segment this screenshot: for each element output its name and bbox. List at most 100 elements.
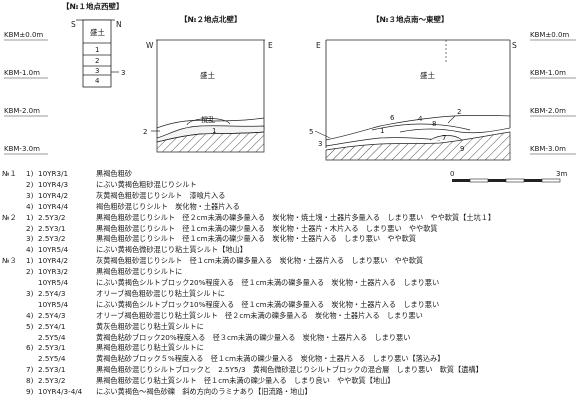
datum-label-left-2: KBM-2.0m xyxy=(4,107,40,115)
section-no1-layer-4: 4 xyxy=(95,77,100,85)
legend-color-code: 2.5Y3/1 xyxy=(38,343,66,353)
section-no3-layer-6: 6 xyxy=(390,114,395,122)
legend-description: にぶい黄褐色～褐色砂礫 斜め方向のラミナあり【旧流路・地山】 xyxy=(96,387,312,396)
section-no3-layer-6-boundary xyxy=(371,123,471,131)
legend-description: 黄灰色粗砂混じり粘土質シルトに xyxy=(96,321,204,331)
section-no3-layer-1: 1 xyxy=(380,127,384,135)
legend-description: にぶい黄褐色粗砂混じりシルト xyxy=(96,179,197,189)
legend-group-label: №２ xyxy=(2,212,17,222)
legend-color-code: 10YR5/4 xyxy=(38,245,69,255)
legend-item-number: 6) xyxy=(26,343,34,353)
legend-item-number: 1) xyxy=(26,212,34,222)
section-no3-corner-left: E xyxy=(316,41,321,50)
legend-description: 黒褐色粗砂混じりシルトに xyxy=(96,267,183,277)
legend-description: 黒褐色粗砂混じりシルト 径２cm未満の礫多量入る 炭化物・焼土塊・土器片多量入る… xyxy=(96,212,496,222)
legend-item-number: 4) xyxy=(26,245,34,255)
datum-label-right-0: KBM±0.0m xyxy=(530,31,569,39)
section-no1-column xyxy=(82,19,112,88)
legend-group-label: №１ xyxy=(2,169,17,178)
section-no3-layer-7-pit xyxy=(429,135,463,141)
datum-label-left-3: KBM-3.0m xyxy=(4,145,40,153)
section-no3-title: 【№３地点南～東壁】 xyxy=(372,14,449,24)
legend-item-number: 3) xyxy=(26,288,34,298)
legend-color-code: 10YR4/2 xyxy=(38,190,69,200)
legend-description: 黒褐色粗砂混じりシルト 径１cm未満の礫少量入る 炭化物・土器片入る しまり悪い… xyxy=(96,234,417,244)
section-no3-layer-9: 9 xyxy=(460,145,464,153)
legend-row: №２ 1) 2.5Y3/2 黒褐色粗砂混じりシルト 径２cm未満の礫多量入る 炭化物・… xyxy=(0,212,580,223)
legend-description: 灰黄褐色粗砂混じりシルト 漆喰片入る xyxy=(96,190,226,200)
legend-color-code: 2.5Y3/2 xyxy=(38,212,66,222)
section-no1-title: 【№１地点西壁】 xyxy=(62,1,124,11)
legend-item-number: 3) xyxy=(26,190,34,200)
scale-bar-max-label: 3m xyxy=(556,170,567,178)
legend-item-number: 7) xyxy=(26,365,34,375)
section-no2: 【№２地点北壁】 W E 盛土 撹乱 1 2 xyxy=(143,14,273,153)
section-no2-layer-1: 1 xyxy=(212,127,216,135)
section-no2-bedrock xyxy=(156,131,265,153)
section-no2-corner-left: W xyxy=(146,41,154,50)
legend-color-code: 2.5Y3/1 xyxy=(38,365,66,375)
section-no3-layer-2: 2 xyxy=(457,108,461,116)
scale-bar-segment-5 xyxy=(541,178,561,183)
scale-bar: 0 3m xyxy=(450,170,567,183)
section-no2-disturbance-outline xyxy=(186,118,231,126)
scale-bar-segment-2 xyxy=(488,179,506,182)
legend-color-code: 10YR5/4 xyxy=(38,299,69,309)
section-no1: 【№１地点西壁】 S N 盛土 1 2 3 4 3 xyxy=(62,1,125,88)
section-no3-layer-3: 3 xyxy=(318,140,322,148)
legend-description: 褐色粗砂混じりシルト 炭化物・土器片入る xyxy=(96,201,240,211)
section-no3-layer-7: 7 xyxy=(442,134,446,142)
datum-label-right-2: KBM-2.0m xyxy=(530,107,566,115)
legend-description: 黒褐色粗砂 xyxy=(96,169,132,178)
legend-color-code: 10YR3/1 xyxy=(38,169,69,178)
section-no2-title: 【№２地点北壁】 xyxy=(180,14,242,24)
legend-item-number: 1) xyxy=(26,256,34,266)
legend-item-number: 2) xyxy=(26,223,34,233)
section-no1-callout-label: 3 xyxy=(121,69,125,77)
scale-bar-segment-4 xyxy=(524,179,542,182)
legend-item-number: 1) xyxy=(26,169,34,178)
section-no3-callout-2-line xyxy=(447,115,456,124)
section-no2-corner-right: E xyxy=(268,41,273,50)
legend-item-number: 5) xyxy=(26,321,34,331)
legend-row: 3) 2.5Y4/3 オリーブ褐色粗砂混じり粘土質シルトに xyxy=(0,288,580,299)
legend-row: 4) 10YR5/4 にぶい黄褐色微砂混じり粘土質シルト【地山】 xyxy=(0,244,580,255)
section-no2-fill-label: 盛土 xyxy=(200,70,215,80)
section-no2-fill-base xyxy=(156,117,265,129)
legend-description: オリーブ褐色粗砂混じり粘土質シルト 径２cm未満の礫多量入る 炭化物・土器片入る… xyxy=(96,310,423,320)
legend-row: 3) 10YR4/2 灰黄褐色粗砂混じりシルト 漆喰片入る xyxy=(0,190,580,201)
legend-description: にぶい黄褐色シルトブロック10%程度入る 径１cm未満の礫多量入る 炭化物・土器… xyxy=(96,299,440,309)
section-no3-bedrock xyxy=(325,131,511,161)
section-no1-fill-label: 盛土 xyxy=(90,27,105,37)
datum-left-group: KBM±0.0m KBM-1.0m KBM-2.0m KBM-3.0m xyxy=(4,31,48,155)
section-no2-layer-2: 2 xyxy=(143,128,147,136)
section-no1-layer-3: 3 xyxy=(95,67,99,75)
section-no1-corner-left: S xyxy=(71,20,76,29)
legend-item-number: 3) xyxy=(26,234,34,244)
section-no1-layer-2: 2 xyxy=(95,57,99,65)
legend-color-code: 2.5Y3/2 xyxy=(38,376,66,386)
legend-description: オリーブ褐色粗砂混じり粘土質シルトに xyxy=(96,288,225,298)
legend-row: №１ 1) 10YR3/1 黒褐色粗砂 xyxy=(0,168,580,179)
legend-description: 黄褐色粘砂ブロック５%程度入る 径１cm未満の礫少量入る 炭化物・土器片入る し… xyxy=(96,354,445,364)
section-no2-disturbed-label: 撹乱 xyxy=(201,115,215,124)
legend-description: にぶい黄褐色微砂混じり粘土質シルト【地山】 xyxy=(96,245,247,255)
scale-bar-segment-0 xyxy=(452,179,470,182)
legend-description: 黒褐色粗砂混じりシルト 径１cm未満の礫少量入る 炭化物・土器片・木片入る しま… xyxy=(96,223,438,233)
section-no3-callout-5-line xyxy=(314,130,331,139)
scale-bar-min-label: 0 xyxy=(450,170,454,178)
legend-color-code: 2.5Y3/1 xyxy=(38,223,66,233)
legend-color-code: 2.5Y5/4 xyxy=(38,332,66,342)
section-no3-layer-4-boundary xyxy=(399,127,511,134)
legend-item-number: 2) xyxy=(26,179,34,189)
section-no3-layer-5: 5 xyxy=(309,128,313,136)
legend-color-code: 2.5Y4/3 xyxy=(38,288,66,298)
